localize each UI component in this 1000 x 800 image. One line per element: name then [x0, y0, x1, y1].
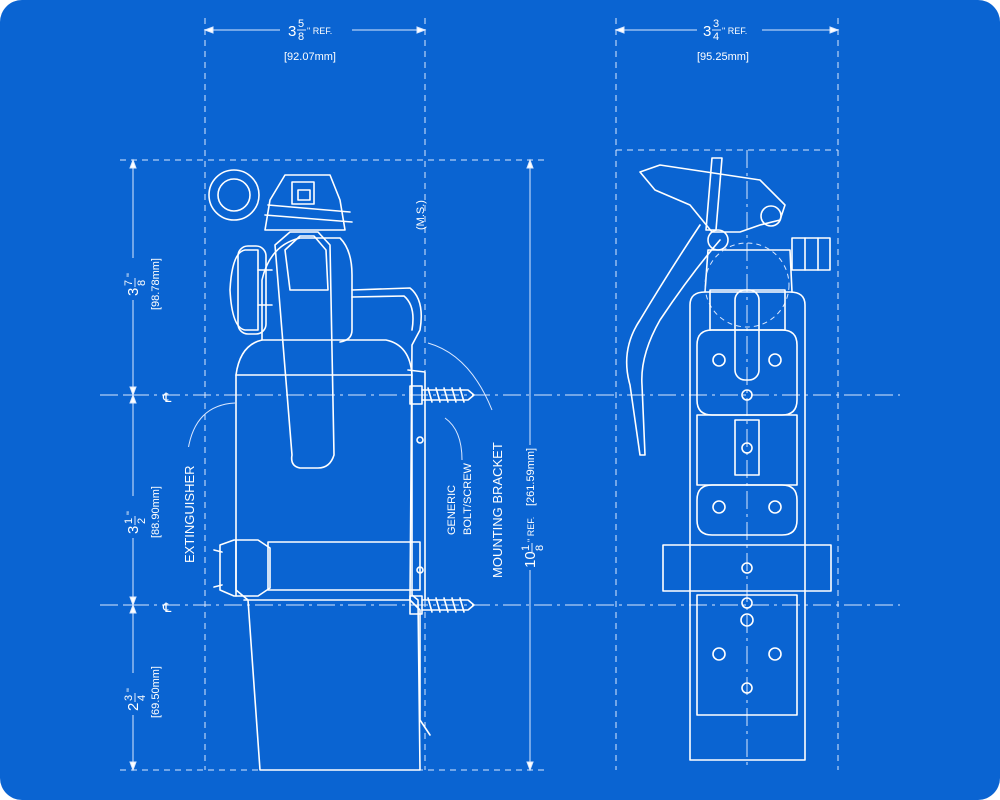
- svg-text:2: 2: [136, 518, 148, 524]
- svg-text:10: 10: [522, 551, 539, 568]
- svg-text:": ": [125, 511, 137, 515]
- svg-text:[98.78mm]: [98.78mm]: [150, 258, 162, 310]
- dim-left-lower-metric: [69.50mm]: [147, 658, 162, 720]
- mounting-bracket-label: MOUNTING BRACKET: [487, 420, 507, 580]
- centerline-symbol-lower: ℄: [162, 600, 172, 615]
- dim-top-right-num: 3: [713, 18, 719, 30]
- svg-text:EXTINGUISHER: EXTINGUISHER: [182, 465, 197, 563]
- svg-text:BOLT/SCREW: BOLT/SCREW: [462, 462, 474, 535]
- bolt-screw-label: BOLT/SCREW: [462, 462, 474, 535]
- svg-text:8: 8: [136, 280, 148, 286]
- dim-top-right-whole: 3: [703, 23, 711, 40]
- dim-left-lower: 2 3 4 ": [123, 673, 149, 715]
- dim-left-upper: 3 7 8 ": [123, 258, 149, 300]
- dim-top-right-metric: [95.25mm]: [697, 51, 749, 63]
- dimension-top-left: 3 5 8 " REF. [92.07mm]: [203, 18, 427, 770]
- bolt-lower: [409, 595, 475, 615]
- ms-label: (M.S.): [415, 200, 427, 230]
- dim-overall-label: 10 1 8 " REF. [261.59mm]: [519, 445, 549, 570]
- svg-text:3: 3: [123, 695, 135, 701]
- dim-top-left-whole: 3: [288, 23, 296, 40]
- dim-top-left-num: 5: [298, 18, 304, 30]
- svg-text:": ": [125, 273, 137, 277]
- dim-top-right-suffix: " REF.: [722, 26, 747, 36]
- svg-text:4: 4: [136, 695, 148, 701]
- dim-top-left-metric: [92.07mm]: [284, 51, 336, 63]
- dim-left-middle: 3 1 2 ": [123, 496, 149, 538]
- svg-text:[261.59mm]: [261.59mm]: [525, 448, 537, 506]
- svg-text:1: 1: [520, 545, 532, 551]
- bolt-upper: [409, 385, 475, 405]
- dim-left-upper-metric: [98.78mm]: [147, 250, 162, 312]
- svg-text:8: 8: [534, 545, 546, 551]
- dim-top-left-den: 8: [298, 31, 304, 43]
- svg-text:[69.50mm]: [69.50mm]: [150, 666, 162, 718]
- svg-text:3: 3: [125, 288, 142, 296]
- svg-text:(M.S.): (M.S.): [415, 200, 427, 230]
- svg-text:": ": [125, 688, 137, 692]
- centerline-symbol-upper: ℄: [162, 390, 172, 405]
- extinguisher-front-view: [625, 157, 832, 761]
- svg-text:GENERIC: GENERIC: [446, 485, 458, 535]
- generic-label: GENERIC: [446, 485, 458, 535]
- svg-text:1: 1: [123, 518, 135, 524]
- dim-top-left-suffix: " REF.: [307, 26, 332, 36]
- svg-text:2: 2: [125, 703, 142, 711]
- extinguisher-label: EXTINGUISHER: [179, 447, 199, 565]
- dim-top-right-den: 4: [713, 31, 719, 43]
- dim-left-middle-metric: [88.90mm]: [147, 478, 162, 540]
- svg-text:7: 7: [123, 280, 135, 286]
- svg-text:3: 3: [125, 526, 142, 534]
- svg-text:MOUNTING BRACKET: MOUNTING BRACKET: [490, 442, 505, 578]
- extinguisher-side-view: [187, 169, 493, 771]
- svg-text:[88.90mm]: [88.90mm]: [150, 486, 162, 538]
- dimension-top-right: 3 3 4 " REF. [95.25mm]: [614, 18, 840, 770]
- svg-text:" REF.: " REF.: [526, 517, 536, 542]
